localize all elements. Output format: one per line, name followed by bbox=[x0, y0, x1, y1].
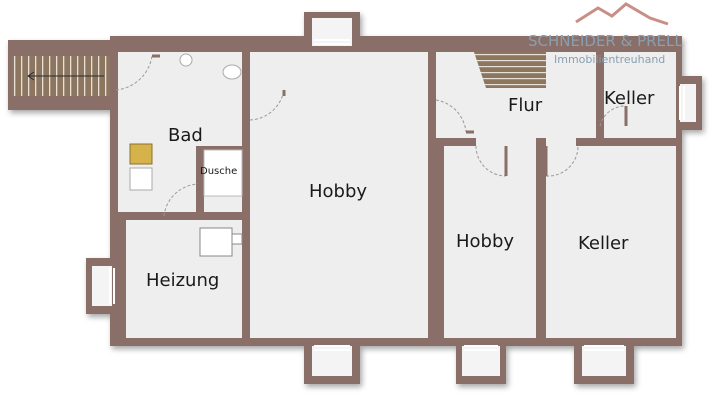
room-label-heizung: Heizung bbox=[146, 270, 219, 291]
logo-company-name: SCHNEIDER & PRELL bbox=[528, 32, 683, 50]
door-swings bbox=[115, 55, 627, 217]
room-labels: Bad Dusche Heizung Hobby Flur Keller Hob… bbox=[146, 88, 655, 291]
boiler-icon bbox=[199, 227, 233, 257]
dryer-icon bbox=[129, 167, 153, 191]
company-logo: SCHNEIDER & PRELL Immobilientreuhand bbox=[528, 2, 683, 66]
mountain-logo-icon bbox=[575, 2, 669, 26]
floor-keller-big bbox=[546, 146, 676, 338]
floor-keller-small bbox=[604, 52, 676, 138]
room-label-keller-small: Keller bbox=[604, 88, 655, 109]
door-leaves bbox=[152, 54, 628, 212]
floor-hobby-small bbox=[444, 146, 536, 338]
room-label-hobby-main: Hobby bbox=[309, 181, 367, 202]
floors bbox=[92, 18, 696, 376]
bathroom-fixtures bbox=[129, 53, 243, 257]
room-label-bad: Bad bbox=[168, 125, 203, 146]
toilet-icon bbox=[222, 64, 242, 80]
stair-arrow-icon bbox=[27, 71, 104, 81]
logo-tagline: Immobilientreuhand bbox=[554, 53, 665, 66]
room-label-dusche: Dusche bbox=[200, 166, 237, 177]
windows bbox=[109, 39, 685, 351]
wash-machine-icon bbox=[129, 143, 153, 165]
room-label-hobby-small: Hobby bbox=[456, 231, 514, 252]
staircase-flur bbox=[474, 52, 546, 88]
sink-icon bbox=[179, 53, 193, 67]
room-label-keller-big: Keller bbox=[578, 233, 629, 254]
shower-tray bbox=[203, 149, 243, 197]
floor-hobby-main bbox=[250, 52, 428, 338]
boiler-pipe bbox=[231, 233, 243, 245]
room-label-flur: Flur bbox=[508, 95, 543, 116]
interior-walls bbox=[118, 52, 676, 338]
